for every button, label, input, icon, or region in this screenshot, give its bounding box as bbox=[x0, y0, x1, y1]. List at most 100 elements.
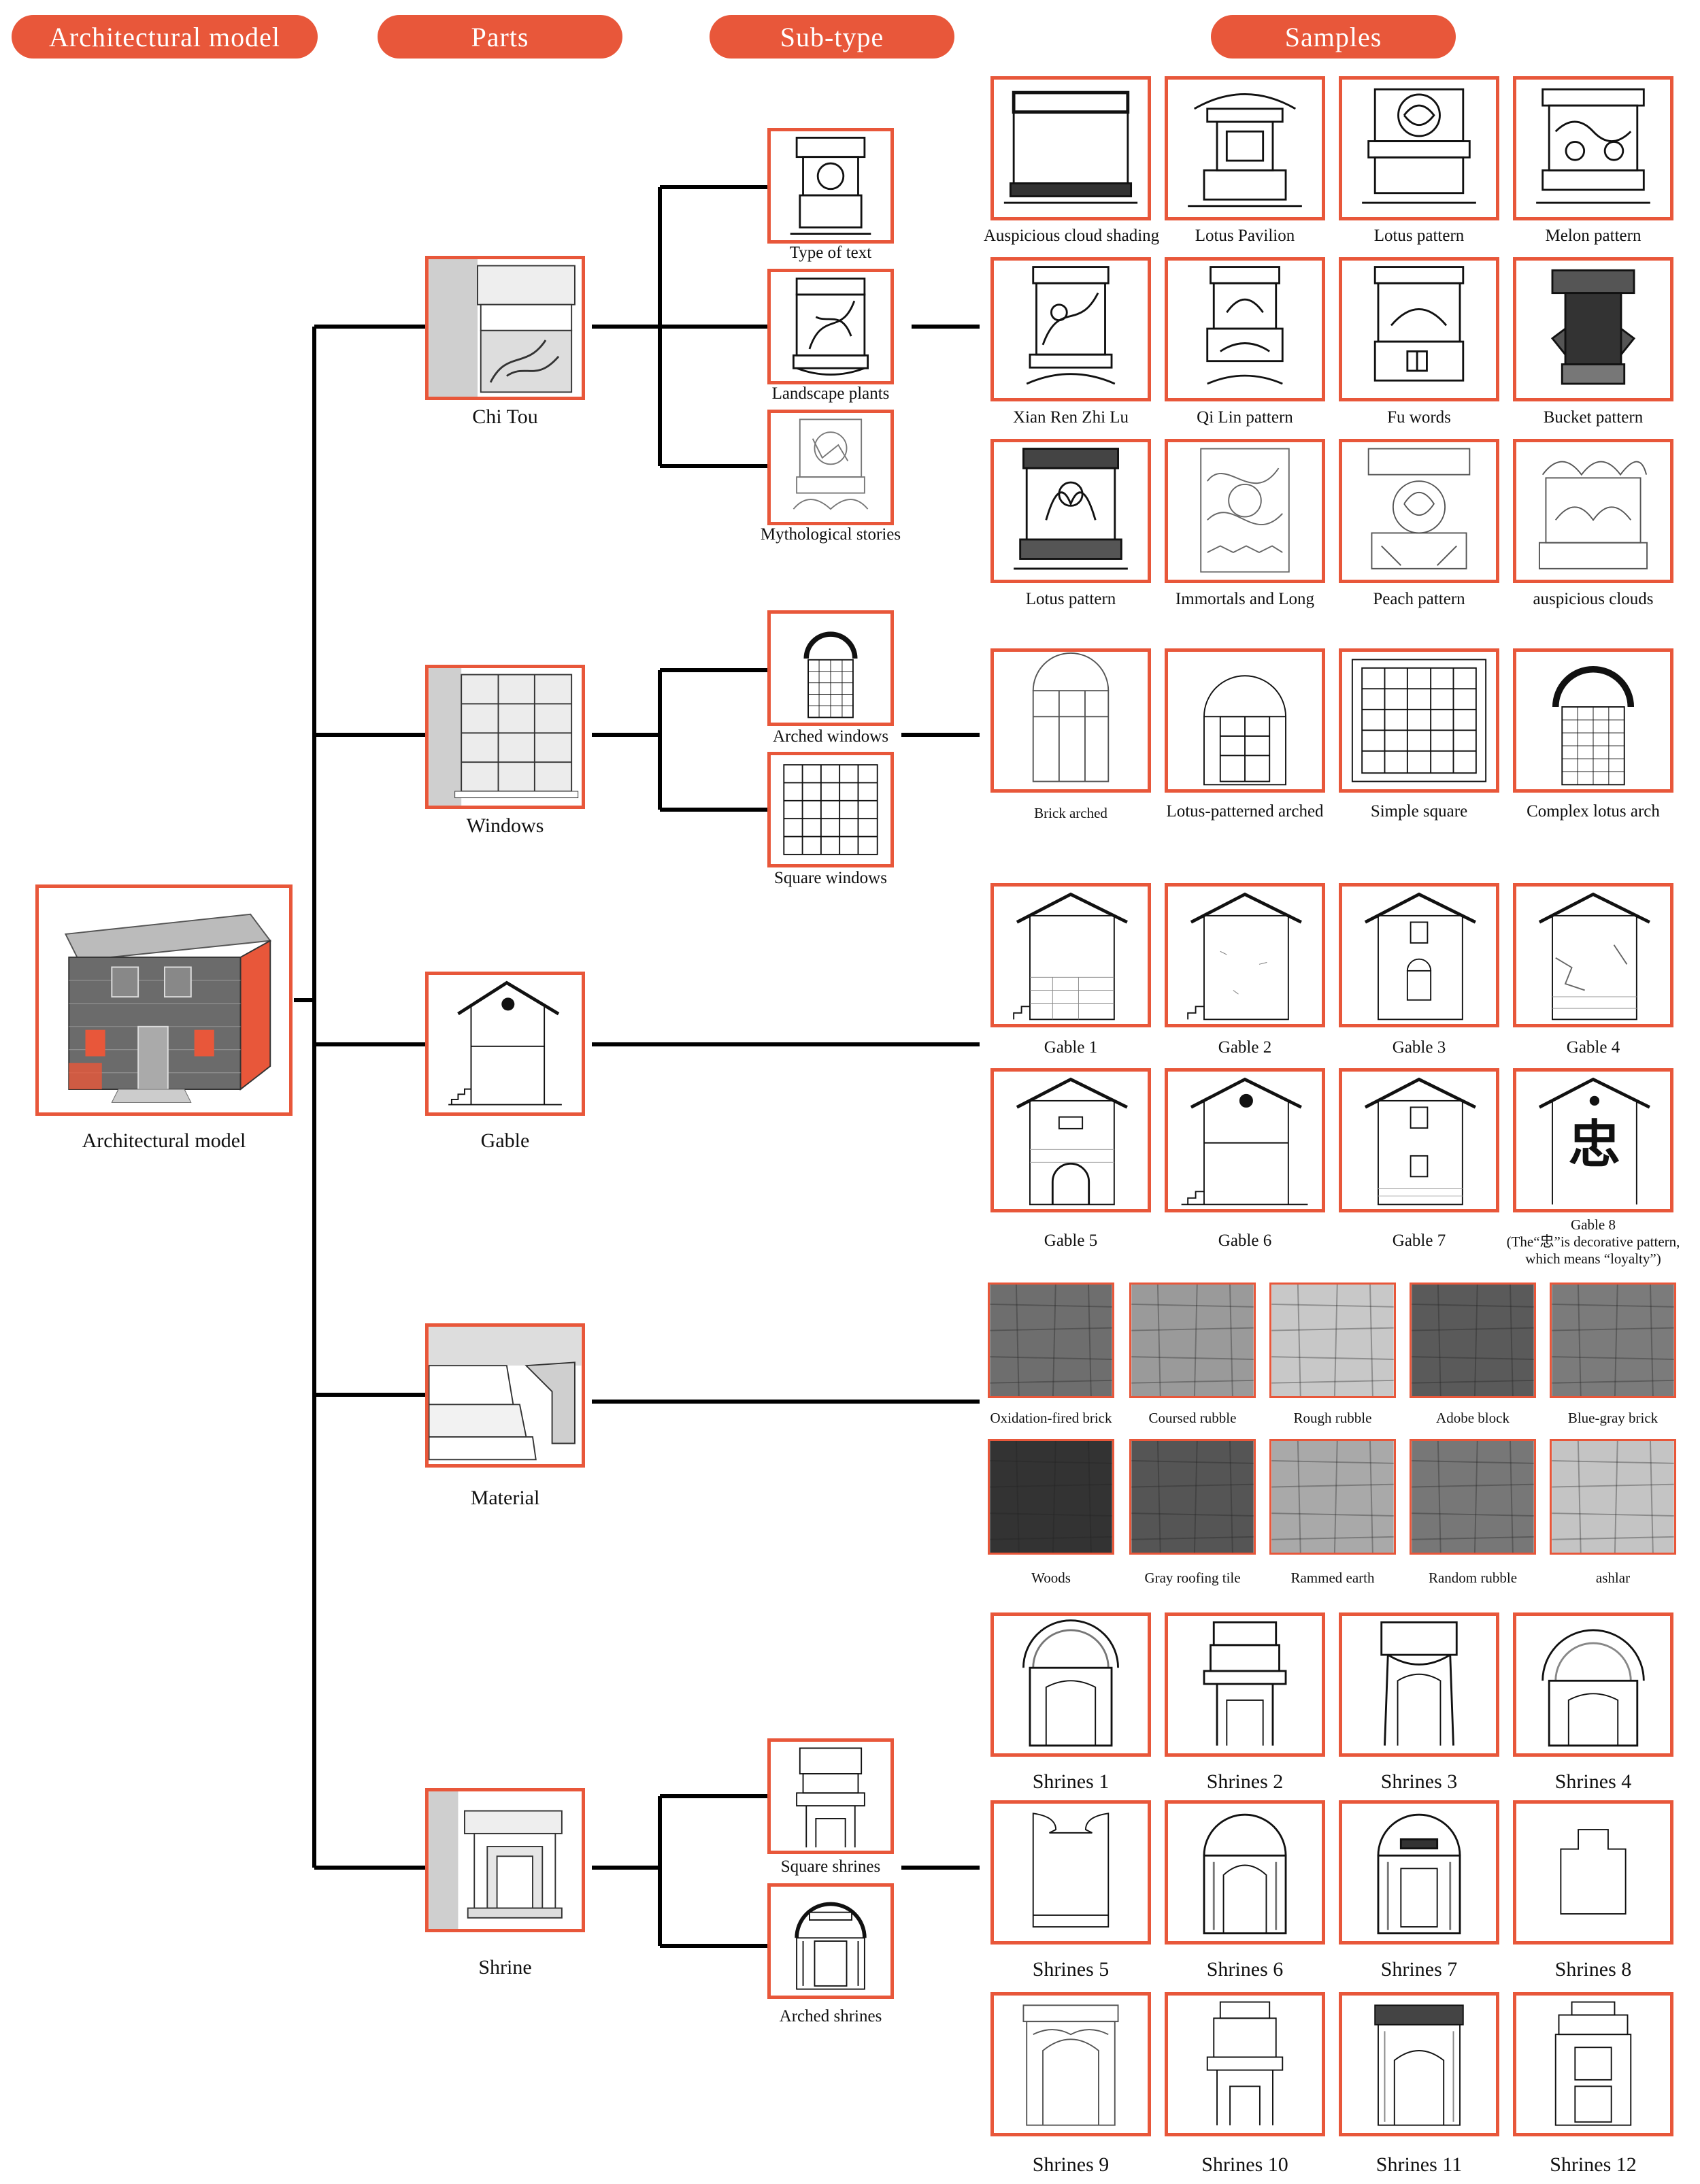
subtype-arched-shrines-label: Arched shrines bbox=[779, 2007, 882, 2025]
sample-label: Shrines 3 bbox=[1380, 1770, 1458, 1793]
sample-label: Gable 7 bbox=[1392, 1231, 1446, 1250]
material-texture-coursed-rubble bbox=[1129, 1283, 1256, 1398]
sample-auspicious-clouds bbox=[1513, 439, 1673, 583]
header-parts: Parts bbox=[378, 15, 622, 59]
sample-bucket-pattern bbox=[1513, 257, 1673, 401]
subtype-square-shrines-label: Square shrines bbox=[780, 1857, 881, 1876]
material-texture-oxidation-fired-brick bbox=[988, 1283, 1114, 1398]
material-texture-rammed-earth bbox=[1269, 1439, 1396, 1555]
header-architectural-model: Architectural model bbox=[12, 15, 318, 59]
sample-fu-words bbox=[1339, 257, 1499, 401]
sample-gable-1 bbox=[990, 883, 1151, 1027]
sample-shrines-12 bbox=[1513, 1992, 1673, 2136]
sample-shrines-6 bbox=[1165, 1800, 1325, 1945]
sample-label: Xian Ren Zhi Lu bbox=[1012, 408, 1129, 427]
sample-label: Lotus-patterned arched bbox=[1166, 802, 1324, 821]
subtype-landscape-plants-image bbox=[767, 269, 894, 384]
sample-label: Gable 6 bbox=[1218, 1231, 1272, 1250]
sample-label: Lotus pattern bbox=[1025, 590, 1116, 608]
subtype-mythological-stories-image bbox=[767, 410, 894, 525]
sample-xian-ren-zhi-lu bbox=[990, 257, 1151, 401]
sample-gable-8: 忠 bbox=[1513, 1068, 1673, 1212]
part-gable-image bbox=[425, 972, 585, 1116]
header-samples: Samples bbox=[1211, 15, 1456, 59]
sample-label: Melon pattern bbox=[1545, 227, 1641, 245]
sample-qi-lin-pattern bbox=[1165, 257, 1325, 401]
sample-shrines-2 bbox=[1165, 1612, 1325, 1757]
sample-label: Shrines 5 bbox=[1032, 1958, 1110, 1981]
gable-8-note-2: which means “loyalty”) bbox=[1525, 1251, 1661, 1268]
sample-label: Coursed rubble bbox=[1148, 1410, 1237, 1426]
sample-lotus-patterned-arched bbox=[1165, 648, 1325, 793]
sample-label: Peach pattern bbox=[1373, 590, 1465, 608]
sample-label: Gray roofing tile bbox=[1144, 1570, 1241, 1586]
sample-peach-pattern bbox=[1339, 439, 1499, 583]
material-texture-random-rubble bbox=[1410, 1439, 1536, 1555]
part-shrine-label: Shrine bbox=[478, 1956, 532, 1979]
sample-label: Shrines 12 bbox=[1550, 2153, 1637, 2176]
sample-brick-arched bbox=[990, 648, 1151, 793]
sample-immortals-and-long bbox=[1165, 439, 1325, 583]
part-windows-label: Windows bbox=[466, 814, 544, 837]
sample-label: Blue-gray brick bbox=[1567, 1410, 1659, 1426]
part-gable-label: Gable bbox=[480, 1129, 530, 1152]
sample-label: Auspicious cloud shading bbox=[983, 227, 1160, 245]
sample-label: ashlar bbox=[1595, 1570, 1631, 1586]
sample-shrines-8 bbox=[1513, 1800, 1673, 1945]
part-material-label: Material bbox=[470, 1487, 540, 1509]
sample-label: Adobe block bbox=[1436, 1410, 1510, 1426]
sample-gable-2 bbox=[1165, 883, 1325, 1027]
sample-gable-7 bbox=[1339, 1068, 1499, 1212]
material-texture-woods bbox=[988, 1439, 1114, 1555]
part-chitou-label: Chi Tou bbox=[472, 406, 538, 428]
subtype-square-shrines-image bbox=[767, 1738, 894, 1854]
subtype-arched-shrines-image bbox=[767, 1883, 894, 1999]
sample-label: Random rubble bbox=[1428, 1570, 1518, 1586]
subtype-arched-windows-label: Arched windows bbox=[772, 727, 889, 746]
sample-lotus-pavilion bbox=[1165, 76, 1325, 220]
subtype-type-of-text-label: Type of text bbox=[789, 244, 872, 262]
sample-gable-6 bbox=[1165, 1068, 1325, 1212]
sample-lotus-pattern bbox=[1339, 76, 1499, 220]
sample-label: Shrines 1 bbox=[1032, 1770, 1110, 1793]
header-sub-type: Sub-type bbox=[710, 15, 954, 59]
sample-label: Lotus Pavilion bbox=[1195, 227, 1295, 245]
gable-8-caption: Gable 8 (The“忠”is decorative pattern, wh… bbox=[1483, 1217, 1700, 1268]
sample-shrines-5 bbox=[990, 1800, 1151, 1945]
subtype-square-windows-image bbox=[767, 752, 894, 867]
sample-gable-3 bbox=[1339, 883, 1499, 1027]
sample-label: Simple square bbox=[1370, 802, 1468, 821]
sample-shrines-4 bbox=[1513, 1612, 1673, 1757]
sample-label: Bucket pattern bbox=[1543, 408, 1644, 427]
sample-shrines-7 bbox=[1339, 1800, 1499, 1945]
part-shrine-image bbox=[425, 1788, 585, 1932]
sample-label: Gable 4 bbox=[1566, 1038, 1620, 1057]
architectural-model-label: Architectural model bbox=[82, 1129, 246, 1152]
gable-8-note-1: (The“忠”is decorative pattern, bbox=[1506, 1234, 1680, 1251]
architectural-model-image bbox=[35, 884, 293, 1116]
material-texture-rough-rubble bbox=[1269, 1283, 1396, 1398]
sample-label: Oxidation-fired brick bbox=[990, 1410, 1112, 1426]
sample-label: auspicious clouds bbox=[1533, 590, 1654, 608]
sample-melon-pattern bbox=[1513, 76, 1673, 220]
sample-label: Rough rubble bbox=[1293, 1410, 1372, 1426]
sample-auspicious-cloud-shading bbox=[990, 76, 1151, 220]
gable-8-glyph: 忠 bbox=[1569, 1114, 1620, 1174]
part-chitou-image bbox=[425, 256, 585, 400]
sample-label: Brick arched bbox=[1034, 805, 1107, 821]
sample-label: Immortals and Long bbox=[1175, 590, 1315, 608]
sample-label: Gable 3 bbox=[1392, 1038, 1446, 1057]
material-texture-ashlar bbox=[1550, 1439, 1676, 1555]
subtype-type-of-text-image bbox=[767, 128, 894, 244]
material-texture-blue-gray-brick bbox=[1550, 1283, 1676, 1398]
sample-label: Complex lotus arch bbox=[1527, 802, 1660, 821]
sample-label: Lotus pattern bbox=[1373, 227, 1465, 245]
sample-label: Shrines 10 bbox=[1201, 2153, 1288, 2176]
subtype-mythological-stories-label: Mythological stories bbox=[760, 525, 901, 544]
sample-label: Shrines 8 bbox=[1554, 1958, 1632, 1981]
sample-shrines-1 bbox=[990, 1612, 1151, 1757]
sample-label: Gable 5 bbox=[1044, 1231, 1098, 1250]
subtype-landscape-plants-label: Landscape plants bbox=[771, 384, 890, 403]
